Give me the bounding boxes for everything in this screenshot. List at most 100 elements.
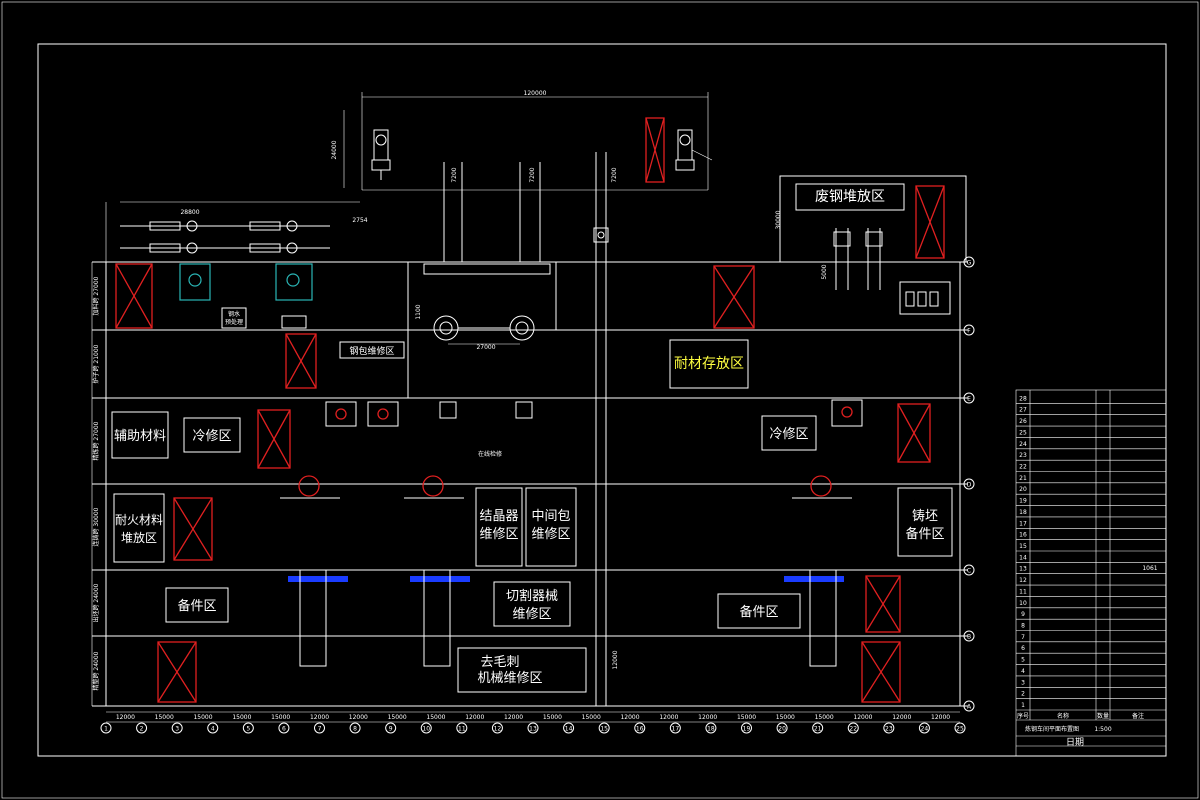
- axis-number: 1: [104, 726, 108, 733]
- tb-row-number: 28: [1019, 395, 1027, 402]
- ladle-repair-label: 钢包维修区: [349, 345, 394, 357]
- tundish-2: 维修区: [531, 527, 570, 542]
- cast-spare-1: 铸坯: [912, 508, 938, 524]
- bottom-tick-label: 15000: [426, 714, 445, 721]
- bottom-tick-label: 12000: [698, 714, 717, 721]
- top-crane-left: [371, 129, 391, 180]
- bay-label: 连铸跨 30000: [92, 507, 100, 546]
- axis-number: 19: [743, 726, 751, 733]
- axis-number: 14: [565, 726, 573, 733]
- tb-row-number: 25: [1019, 429, 1027, 436]
- dim-v3: 7200: [611, 167, 618, 182]
- tb-row-number: 2: [1021, 691, 1025, 698]
- cold-repair-left-label: 冷修区: [192, 429, 231, 444]
- bottom-tick-label: 15000: [776, 714, 795, 721]
- axis-number-circle: [420, 722, 432, 734]
- axis-letter: E: [967, 396, 971, 403]
- tb-title: 炼钢车间平面布置图: [1025, 725, 1079, 733]
- axis-letter: B: [967, 634, 971, 641]
- tb-row-number: 24: [1019, 441, 1027, 448]
- axis-number-circle: [527, 722, 539, 734]
- ladle-small-1: 钢水: [228, 310, 240, 318]
- left-top-rails: 28800 2754: [105, 201, 368, 262]
- spare-right-label: 备件区: [739, 604, 778, 620]
- spare-left-label: 备件区: [177, 598, 216, 614]
- drawing-border: [37, 43, 1167, 757]
- bay-label: 精炼跨 27000: [92, 421, 100, 460]
- tb-footer-4: 备注: [1132, 712, 1144, 720]
- axis-number-circle: [918, 722, 930, 734]
- refractory-stack-1: 耐火材料: [115, 513, 163, 527]
- dim-1100: 1100: [415, 304, 422, 319]
- axis-number: 7: [318, 726, 322, 733]
- axis-number-circle: [136, 722, 148, 734]
- bottom-tick-label: 15000: [737, 714, 756, 721]
- tb-row-number: 14: [1019, 554, 1027, 561]
- axis-number: 4: [211, 726, 215, 733]
- dim-27000: 27000: [476, 344, 495, 351]
- bay-furnace: 钢包维修区 耐材存放区: [285, 333, 749, 389]
- tb-row-number: 5: [1021, 657, 1025, 664]
- top-crane-right: [675, 129, 713, 171]
- tb-row-number: 21: [1019, 475, 1027, 482]
- axis-number: 9: [389, 726, 393, 733]
- bottom-tick-label: 12000: [620, 714, 639, 721]
- scrap-area: 废钢堆放区 30000 5000: [775, 175, 967, 315]
- bay-outlet: 备件区 切割器械 维修区 备件区 去毛刺 机械维修区 12000: [157, 569, 901, 703]
- axis-number-circle: [954, 722, 966, 734]
- online-label: 在线检修: [478, 450, 502, 458]
- axis-number: 25: [956, 726, 964, 733]
- bay-refining: 辅助材料 冷修区 在线检修 冷修区: [111, 399, 931, 469]
- axis-number-circle: [491, 722, 503, 734]
- bay-label: 炉子跨 21000: [92, 344, 100, 383]
- axis-number-circle: [705, 722, 717, 734]
- bottom-dimension: [106, 711, 960, 723]
- axis-number: 6: [282, 726, 286, 733]
- axis-number: 12: [494, 726, 502, 733]
- axis-number: 10: [422, 726, 430, 733]
- tb-code: 1061: [1142, 565, 1157, 572]
- dim-v2: 7200: [529, 167, 536, 182]
- tb-row-number: 22: [1019, 464, 1027, 471]
- axis-number: 3: [175, 726, 179, 733]
- bottom-tick-label: 15000: [388, 714, 407, 721]
- bottom-tick-label: 12000: [931, 714, 950, 721]
- axis-number-circle: [847, 722, 859, 734]
- tb-row-number: 12: [1019, 577, 1027, 584]
- dim-left-small: 2754: [352, 217, 367, 224]
- bottom-tick-label: 15000: [155, 714, 174, 721]
- axis-number-circle: [669, 722, 681, 734]
- cutter-2: 维修区: [512, 607, 551, 622]
- axis-number-circle: [385, 722, 397, 734]
- axis-number-circle: [812, 722, 824, 734]
- axis-number: 8: [353, 726, 357, 733]
- tb-footer-2: 名称: [1057, 712, 1069, 720]
- refractory-stack-2: 堆放区: [121, 530, 157, 545]
- bottom-tick-label: 12000: [504, 714, 523, 721]
- tb-row-number: 7: [1021, 634, 1025, 641]
- dim-right: 30000: [775, 210, 782, 229]
- top-dimension: 120000 24000: [331, 90, 709, 191]
- tb-footer-3: 数量: [1097, 712, 1109, 720]
- crystallizer-1: 结晶器: [479, 509, 518, 524]
- bottom-tick-label: 15000: [232, 714, 251, 721]
- crystallizer-2: 维修区: [479, 527, 518, 542]
- tb-row-number: 8: [1021, 623, 1025, 630]
- axis-number: 2: [140, 726, 144, 733]
- tb-footer-1: 序号: [1017, 712, 1029, 720]
- axis-number: 20: [778, 726, 786, 733]
- axis-number: 11: [458, 726, 466, 733]
- bay-charging: 钢水 预处理: [115, 262, 755, 398]
- tb-row-number: 23: [1019, 452, 1027, 459]
- axis-letter: F: [967, 328, 971, 335]
- axis-number-circle: [883, 722, 895, 734]
- axis-number-circle: [100, 722, 112, 734]
- aux-material-label: 辅助材料: [114, 429, 166, 444]
- axis-number-circle: [207, 722, 219, 734]
- tb-row-number: 17: [1019, 520, 1027, 527]
- tb-row-number: 19: [1019, 498, 1027, 505]
- bottom-tick-label: 15000: [582, 714, 601, 721]
- top-red-equipment: [645, 117, 665, 183]
- axis-number: 22: [849, 726, 857, 733]
